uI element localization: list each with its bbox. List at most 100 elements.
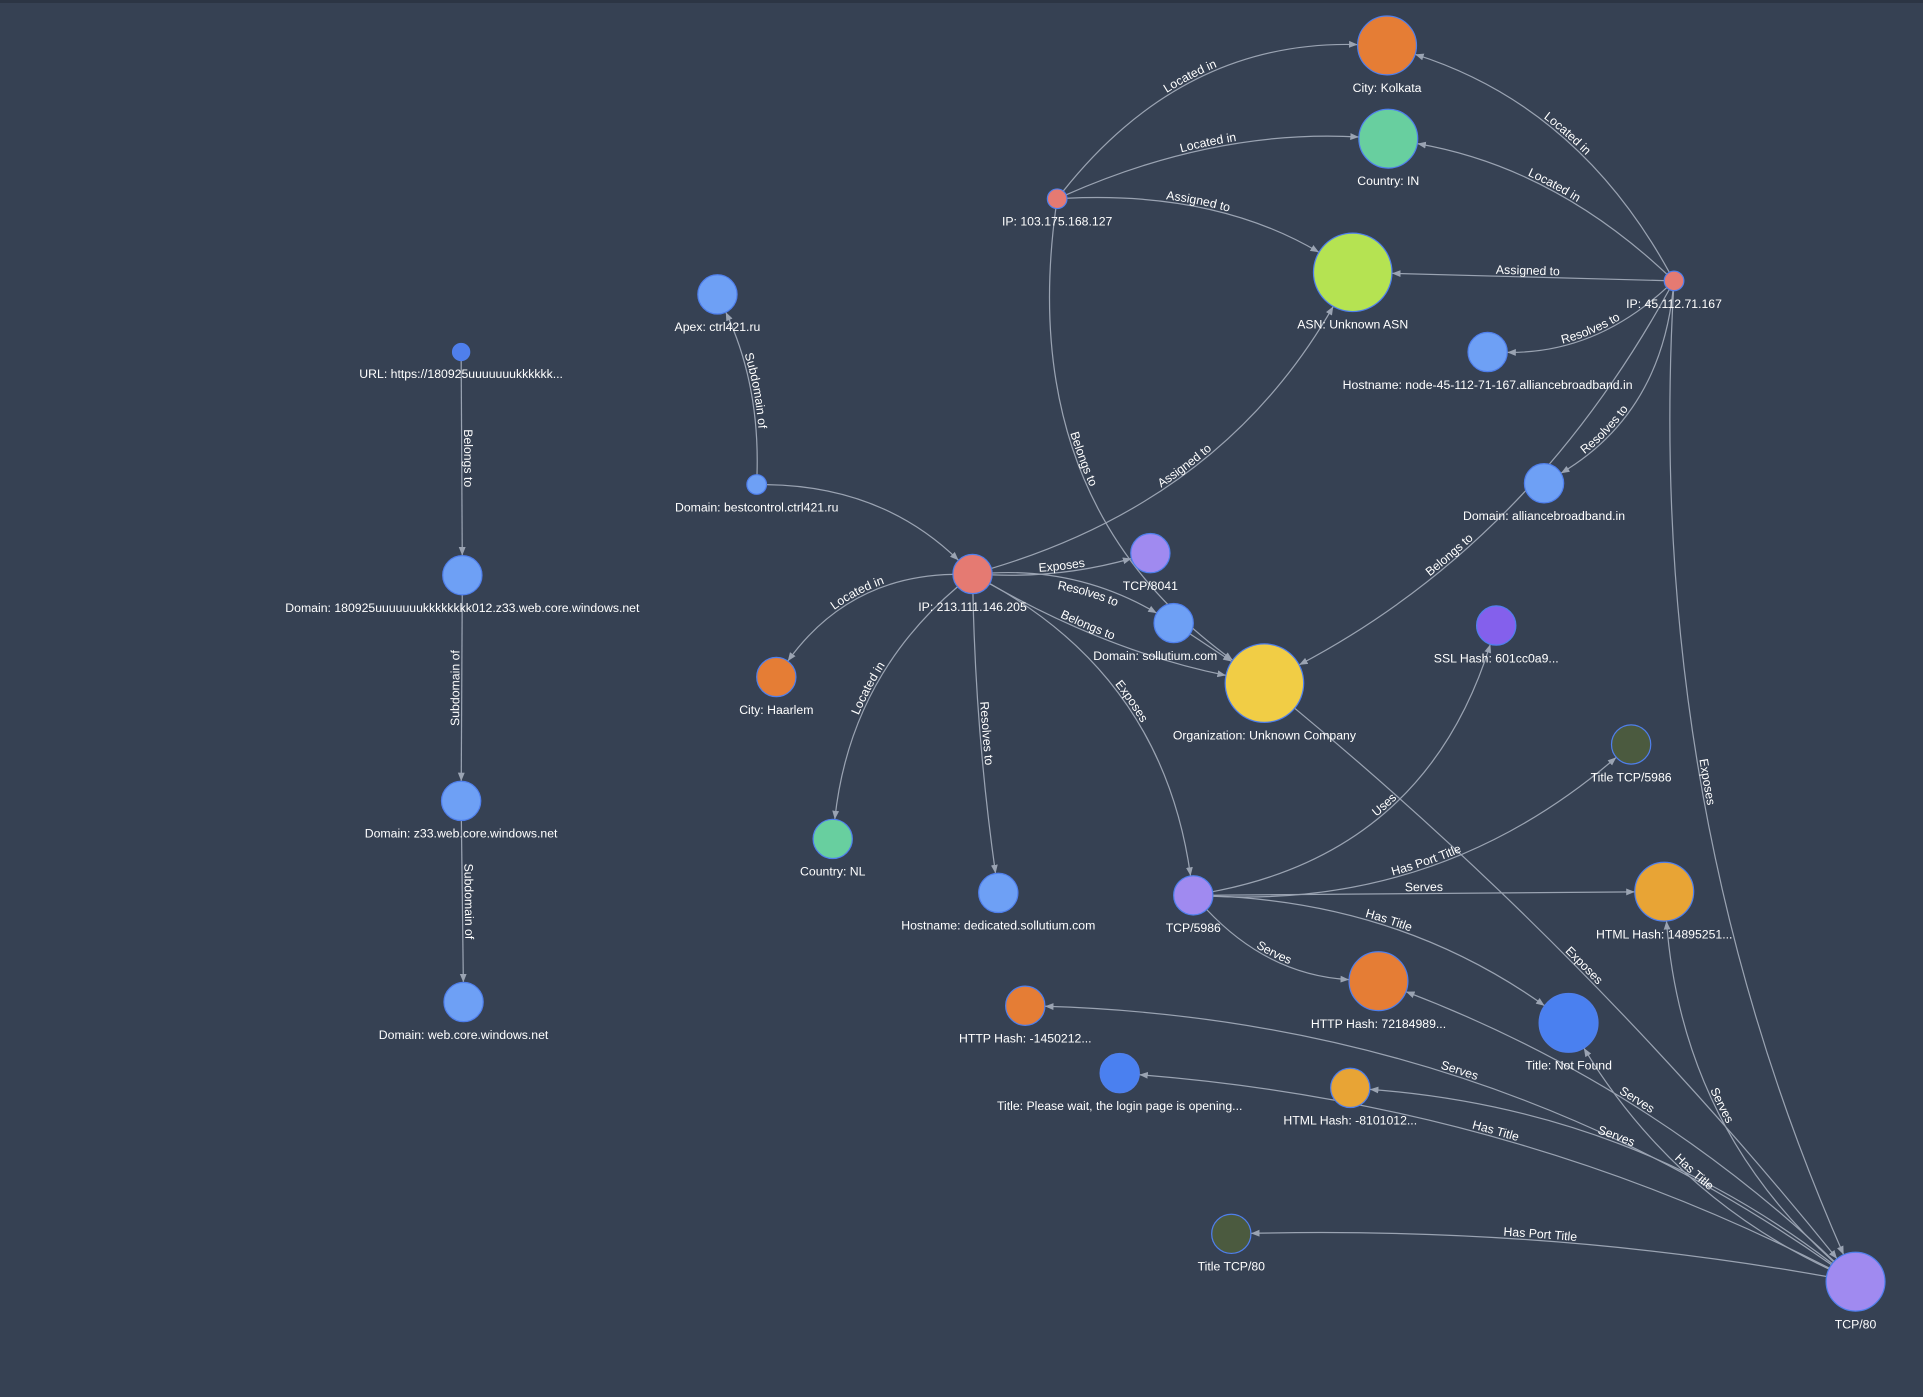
edge-label: Assigned to (1155, 441, 1214, 490)
edge-tcp5986-to-http721[interactable] (1206, 909, 1350, 983)
node-notfound[interactable] (1538, 992, 1599, 1053)
edge-ip213-to-hostded[interactable] (972, 593, 998, 874)
edge-label: Resolves to (1578, 402, 1631, 456)
edge-url-to-d180925[interactable] (458, 360, 466, 556)
edge-ip213-to-org[interactable] (989, 583, 1227, 678)
node-dweb[interactable] (443, 981, 484, 1023)
edge-ip45-to-asn[interactable] (1391, 270, 1665, 282)
edge-label: Assigned to (1165, 188, 1232, 214)
edge-label-text: Located in (848, 659, 887, 717)
node-html810[interactable] (1330, 1067, 1371, 1109)
node-ssl[interactable] (1475, 605, 1517, 646)
node-tcp8041[interactable] (1130, 532, 1171, 574)
edge-tcp80-to-http145[interactable] (1044, 1003, 1832, 1266)
edge-tcp80-to-pleasewait[interactable] (1139, 1071, 1830, 1269)
edge-tcp5986-to-html148[interactable] (1212, 888, 1635, 896)
edge-ip103-to-asn[interactable] (1066, 196, 1320, 253)
node-label-dbest: Domain: bestcontrol.ctrl421.ru (675, 500, 838, 514)
edge-ip213-to-dsoll[interactable] (992, 571, 1158, 614)
node-dbest[interactable] (746, 474, 768, 495)
node-label-dweb: Domain: web.core.windows.net (379, 1028, 549, 1042)
edge-tcp80-to-html148[interactable] (1663, 920, 1835, 1263)
node-haarlem[interactable] (756, 656, 797, 698)
edge-label-text: Resolves to (977, 701, 996, 766)
edge-tcp80-to-html810[interactable] (1369, 1086, 1833, 1265)
edge-label: Belongs to (1067, 430, 1100, 489)
node-dz33[interactable] (440, 780, 482, 822)
edge-ip213-to-haarlem[interactable] (787, 573, 953, 662)
edge-tcp80-to-http721[interactable] (1405, 991, 1835, 1262)
edge-label-text: Exposes (1112, 677, 1151, 724)
node-http721[interactable] (1348, 951, 1409, 1012)
edge-label: Assigned to (1496, 263, 1561, 279)
edge-label: Located in (828, 573, 886, 612)
node-tcp5986[interactable] (1173, 875, 1214, 916)
node-label-haarlem: City: Haarlem (739, 703, 813, 717)
edge-ip45-to-org[interactable] (1298, 289, 1670, 666)
node-pleasewait[interactable] (1099, 1052, 1140, 1094)
edge-label-text: Has Title (1471, 1118, 1521, 1144)
node-label-d180925: Domain: 180925uuuuuuukkkkkkkk012.z33.web… (285, 601, 640, 615)
node-ip103[interactable] (1046, 188, 1068, 210)
edge-label: Serves (1405, 880, 1443, 894)
node-ip213[interactable] (952, 553, 993, 595)
edge-org-to-tcp80[interactable] (1294, 707, 1838, 1260)
node-label-layer: URL: https://180925uuuuuuukkkkkk...Domai… (285, 81, 1876, 1331)
edge-ip45-to-kolkata[interactable] (1414, 53, 1670, 273)
edge-label: Subdomain of (742, 351, 770, 430)
edge-label-text: Belongs to (461, 429, 475, 487)
node-html148[interactable] (1634, 861, 1695, 922)
edge-ip103-to-countryIN[interactable] (1065, 133, 1359, 196)
node-label-html810: HTML Hash: -8101012... (1283, 1114, 1417, 1128)
edge-dbest-to-ip213[interactable] (766, 484, 959, 561)
node-org[interactable] (1224, 643, 1305, 724)
node-title80[interactable] (1211, 1213, 1252, 1255)
node-label-asn: ASN: Unknown ASN (1297, 318, 1408, 332)
edge-ip45-to-hostnode[interactable] (1507, 287, 1668, 356)
node-countryin[interactable] (1358, 108, 1419, 169)
edge-label-text: Serves (1596, 1123, 1637, 1150)
edge-label-text: Serves (1439, 1058, 1480, 1083)
node-kolkata[interactable] (1357, 15, 1418, 76)
edge-tcp5986-to-title5986[interactable] (1212, 756, 1617, 898)
edge-label: Exposes (1563, 944, 1606, 987)
node-asn[interactable] (1312, 232, 1393, 313)
edge-label-text: Has Port Title (1390, 841, 1464, 878)
node-apex[interactable] (697, 274, 738, 315)
edge-label-text: Belongs to (1067, 430, 1100, 489)
edge-ip45-to-tcp80[interactable] (1669, 290, 1845, 1255)
node-label-pleasewait: Title: Please wait, the login page is op… (997, 1099, 1242, 1113)
edge-label: Serves (1439, 1058, 1480, 1083)
edge-label: Located in (848, 659, 887, 717)
edge-tcp80-to-notfound[interactable] (1583, 1047, 1830, 1270)
node-dalliance[interactable] (1523, 463, 1565, 504)
edge-dbest-to-apex[interactable] (725, 311, 758, 475)
edge-ip213-to-tcp5986[interactable] (989, 582, 1193, 876)
edge-label-text: Exposes (1038, 556, 1086, 575)
edge-label-text: Resolves to (1578, 402, 1631, 456)
node-ip45[interactable] (1663, 270, 1685, 292)
edge-ip45-to-countryIN[interactable] (1417, 141, 1668, 275)
edge-tcp5986-to-notfound[interactable] (1212, 895, 1545, 1007)
edge-ip213-to-nl[interactable] (832, 586, 958, 820)
edge-d180925-to-dz33[interactable] (457, 594, 465, 782)
edge-ip45-to-dalliance[interactable] (1560, 290, 1674, 474)
edge-ip103-to-kolkata[interactable] (1062, 40, 1358, 192)
node-label-dz33: Domain: z33.web.core.windows.net (365, 827, 558, 841)
edge-label-text: Assigned to (1165, 188, 1232, 214)
node-http145[interactable] (1005, 985, 1046, 1026)
edge-tcp80-to-title80[interactable] (1250, 1229, 1827, 1278)
node-hostnode[interactable] (1467, 331, 1508, 373)
node-d180925[interactable] (442, 555, 483, 596)
edge-tcp5986-to-ssl[interactable] (1212, 644, 1492, 893)
node-tcp80[interactable] (1825, 1251, 1886, 1312)
node-dsoll[interactable] (1153, 602, 1194, 644)
edge-ip213-to-asn[interactable] (991, 306, 1334, 569)
edge-ip213-to-tcp8041[interactable] (992, 557, 1132, 576)
node-url[interactable] (451, 342, 471, 362)
edge-dz33-to-dweb[interactable] (459, 820, 467, 983)
node-title5986[interactable] (1610, 724, 1652, 765)
node-nl[interactable] (812, 818, 853, 860)
node-hostded[interactable] (978, 872, 1019, 914)
